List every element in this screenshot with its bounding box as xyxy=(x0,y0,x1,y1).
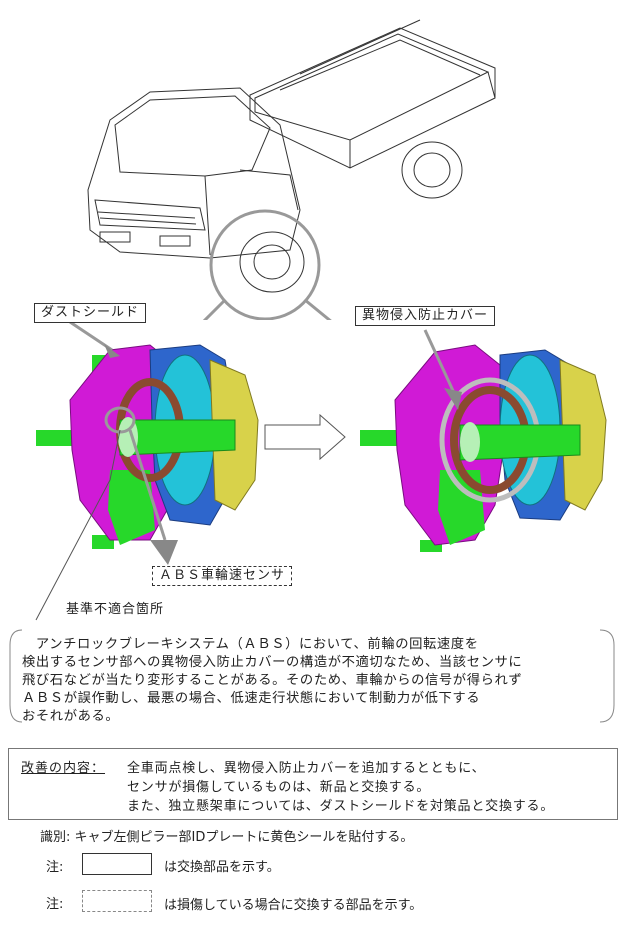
improvement-heading: 改善の内容： xyxy=(21,761,106,776)
improvement-line: また、独立懸架車については、ダストシールドを対策品と交換する。 xyxy=(127,799,555,814)
note-text: は損傷している場合に交換する部品を示す。 xyxy=(164,898,423,913)
improvement-line: センサが損傷しているものは、新品と交換する。 xyxy=(127,780,431,795)
label-cover: 異物侵入防止カバー xyxy=(355,306,496,326)
truck-illustration xyxy=(87,19,496,320)
note-prefix: 注: xyxy=(46,860,64,875)
identification-text: 識別: キャブ左側ピラー部IDプレートに黄色シールを貼付する。 xyxy=(40,830,414,845)
description: アンチロックブレーキシステム（ＡＢＳ）において、前輪の回転速度を 検出するセンサ… xyxy=(10,628,614,724)
legend-solid-box xyxy=(82,853,152,875)
note-text: は交換部品を示す。 xyxy=(164,860,280,875)
description-text: アンチロックブレーキシステム（ＡＢＳ）において、前輪の回転速度を 検出するセンサ… xyxy=(22,637,523,724)
label-dust-shield: ダストシールド xyxy=(34,303,147,323)
label-sensor: ＡＢＳ車輪速センサ xyxy=(152,566,293,586)
improvement-line: 全車両点検し、異物侵入防止カバーを追加するとともに、 xyxy=(127,761,486,776)
improvement-box: 改善の内容： 全車両点検し、異物侵入防止カバーを追加するとともに、 センサが損傷… xyxy=(8,748,618,820)
legend-dashed-box xyxy=(82,890,152,912)
label-nonconforming: 基準不適合箇所 xyxy=(66,602,165,617)
note-prefix: 注: xyxy=(46,897,64,912)
